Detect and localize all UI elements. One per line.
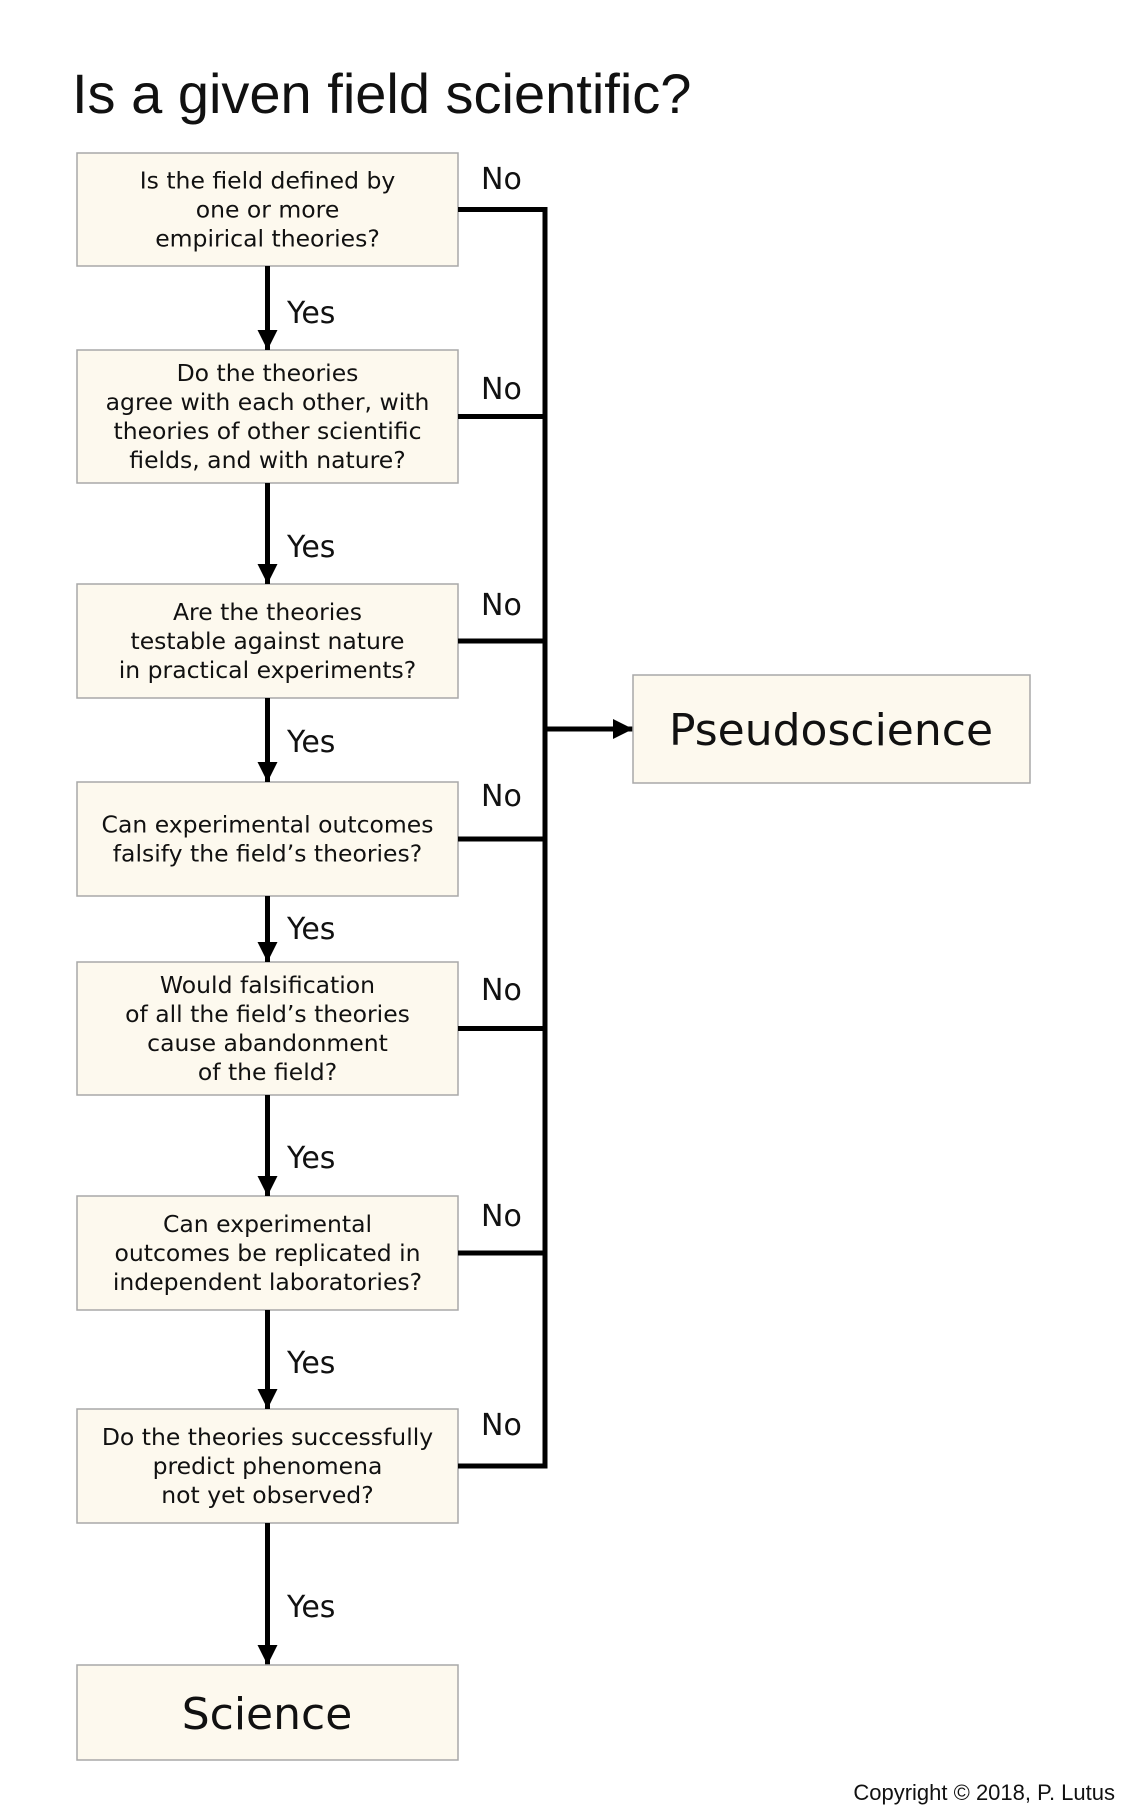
question-text-line: of the field? [198,1058,337,1086]
science-node: Science [76,1664,459,1761]
question-box [76,583,459,699]
question-text-line: falsify the field’s theories? [113,840,422,868]
question-box [76,1195,459,1311]
question-text-line: theories of other scientific [113,417,421,445]
yes-label: Yes [286,530,335,565]
no-label: No [481,779,522,814]
question-text-line: Can experimental [163,1210,372,1238]
question-text-line: fields, and with nature? [129,446,405,474]
question-text-line: Do the theories [177,359,359,387]
question-text-line: Are the theories [173,598,362,626]
yes-label: Yes [286,912,335,947]
yes-label: Yes [286,296,335,331]
no-label: No [481,1199,522,1234]
science-label: Science [182,1689,353,1740]
yes-label: Yes [286,1590,335,1625]
science-box [76,1664,459,1761]
question-box [76,1408,459,1524]
question-text-line: outcomes be replicated in [114,1239,420,1267]
copyright-notice: Copyright © 2018, P. Lutus [853,1780,1115,1805]
question-box [76,152,459,267]
question-text-line: Would falsification [160,971,375,999]
question-text-line: testable against nature [131,627,405,655]
no-label: No [481,162,522,197]
question-text-line: one or more [196,196,340,224]
question-text-line: cause abandonment [147,1029,388,1057]
question-text-line: empirical theories? [155,225,380,253]
question-text-line: of all the field’s theories [125,1000,410,1028]
question-text-line: Can experimental outcomes [102,811,434,839]
pseudoscience-node: Pseudoscience [632,674,1031,784]
question-text-line: predict phenomena [153,1452,383,1480]
question-text-line: independent laboratories? [113,1268,422,1296]
no-label: No [481,588,522,623]
question-box [76,961,459,1096]
yes-label: Yes [286,1141,335,1176]
no-label: No [481,973,522,1008]
question-text-line: Do the theories successfully [102,1423,433,1451]
diagram-title: Is a given field scientific? [72,62,691,125]
question-text-line: Is the field defined by [140,167,396,195]
yes-label: Yes [286,725,335,760]
no-label: No [481,372,522,407]
no-label: No [481,1408,522,1443]
question-text-line: not yet observed? [161,1481,373,1509]
yes-label: Yes [286,1346,335,1381]
pseudoscience-label: Pseudoscience [669,705,993,756]
question-text-line: in practical experiments? [119,656,417,684]
question-text-line: agree with each other, with [106,388,430,416]
pseudoscience-box [632,674,1031,784]
